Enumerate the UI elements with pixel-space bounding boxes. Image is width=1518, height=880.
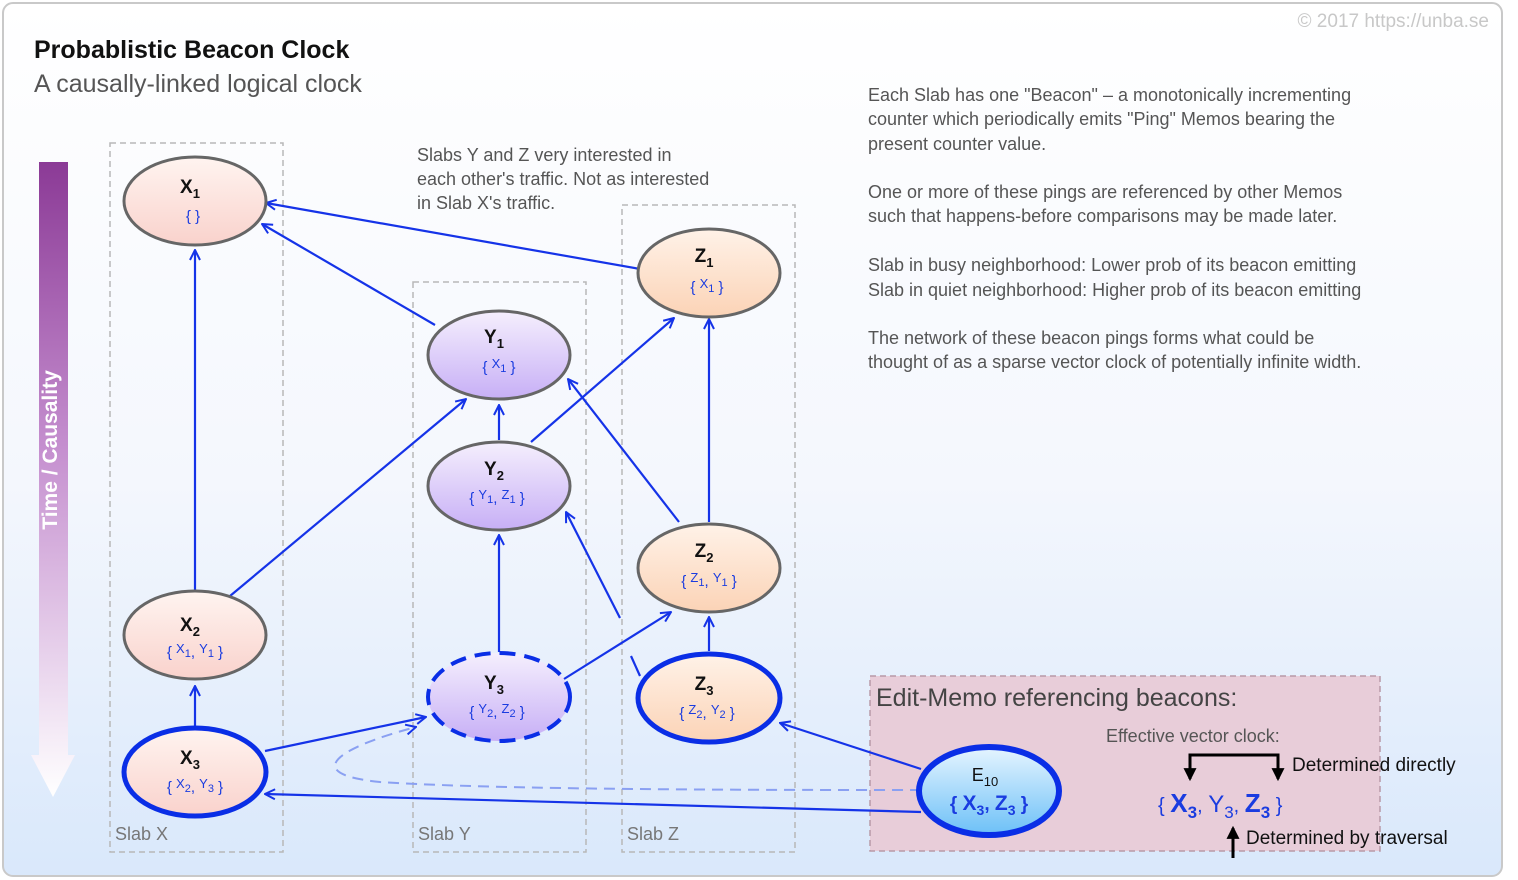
node-y3: Y3 { Y2, Z2 } (426, 651, 572, 743)
edge-y2-to-z1 (530, 318, 674, 443)
slab-x-label: Slab X (115, 824, 168, 844)
slab-y-label: Slab Y (418, 824, 471, 844)
svg-text:Y3: Y3 (484, 673, 504, 697)
svg-text:X2: X2 (180, 615, 200, 639)
node-e10: E10 { X3, Z3 } (916, 744, 1062, 838)
node-y2: Y2 { Y1, Z1 } (426, 440, 572, 532)
svg-text:{ X3, Z3 }: { X3, Z3 } (950, 792, 1029, 818)
edge-x3-to-y3 (264, 717, 426, 753)
node-z2: Z2 { Z1, Y1 } (636, 522, 782, 614)
node-z3: Z3 { Z2, Y2 } (635, 651, 783, 745)
svg-text:Y2: Y2 (484, 459, 504, 483)
svg-text:Z2: Z2 (695, 541, 714, 565)
svg-text:X3: X3 (180, 748, 200, 772)
edge-y3-to-z2 (563, 612, 671, 680)
svg-text:{ Y2, Z2 }: { Y2, Z2 } (469, 701, 525, 721)
svg-text:Z3: Z3 (695, 674, 714, 698)
node-x3: X3 { X2, Y3 } (121, 725, 269, 819)
vector-clock-indicators: Determined directly Determined by traver… (1158, 753, 1456, 858)
edge-e10-to-x3 (265, 794, 922, 814)
svg-text:{ Z2, Y2 }: { Z2, Y2 } (679, 702, 735, 722)
determined-traversal-label: Determined by traversal (1246, 828, 1448, 849)
edge-z1-to-x1 (266, 203, 641, 271)
svg-text:{ X1 }: { X1 } (690, 276, 723, 296)
edge-y1-to-x1 (262, 224, 436, 326)
svg-text:{ X2, Y3 }: { X2, Y3 } (167, 776, 223, 796)
diagram-title: Probablistic Beacon Clock (34, 36, 349, 64)
svg-text:{ X1, Y1 }: { X1, Y1 } (167, 641, 223, 661)
edit-memo-title: Edit-Memo referencing beacons: (876, 684, 1237, 712)
edge-z3-to-y2 (566, 512, 621, 619)
edit-memo-panel: Edit-Memo referencing beacons: Effective… (869, 675, 1381, 852)
edge-e10-to-z3 (780, 723, 922, 771)
svg-text:Y1: Y1 (484, 327, 504, 351)
slab-y-box (412, 281, 587, 853)
node-x2: X2 { X1, Y1 } (122, 589, 268, 681)
node-y1: Y1 { X1 } (426, 309, 572, 401)
vector-clock-label: Effective vector clock: (1106, 726, 1280, 746)
slab-z-label: Slab Z (627, 824, 679, 844)
svg-text:Z1: Z1 (695, 246, 714, 270)
causal-edges (195, 203, 922, 814)
svg-text:{ X1 }: { X1 } (482, 356, 515, 376)
slab-interest-note: Slabs Y and Z very interested in each ot… (417, 145, 714, 213)
time-axis-label: Time / Causality (39, 370, 62, 530)
edge-z2-to-y1 (568, 379, 680, 523)
svg-text:E10: E10 (972, 765, 998, 789)
copyright-notice: © 2017 https://unba.se (1298, 11, 1489, 32)
edge-x2-to-y1 (229, 399, 466, 597)
determined-directly-label: Determined directly (1292, 755, 1456, 776)
diagram-subtitle: A causally-linked logical clock (34, 70, 362, 98)
effective-vector-clock: { X3, Y3, Z3 } (1158, 788, 1283, 822)
beacon-description: Each Slab has one "Beacon" – a monotonic… (868, 85, 1366, 372)
svg-text:X1: X1 (180, 177, 200, 201)
node-x1: X1 { } (122, 155, 268, 247)
svg-text:{ Z1, Y1 }: { Z1, Y1 } (681, 570, 737, 590)
svg-text:{ }: { } (186, 208, 200, 225)
node-z1: Z1 { X1 } (636, 227, 782, 319)
time-causality-arrow: Time / Causality (31, 162, 75, 797)
svg-text:{ Y1, Z1 }: { Y1, Z1 } (469, 487, 525, 507)
edge-z3-to-y2-tail (629, 655, 642, 677)
